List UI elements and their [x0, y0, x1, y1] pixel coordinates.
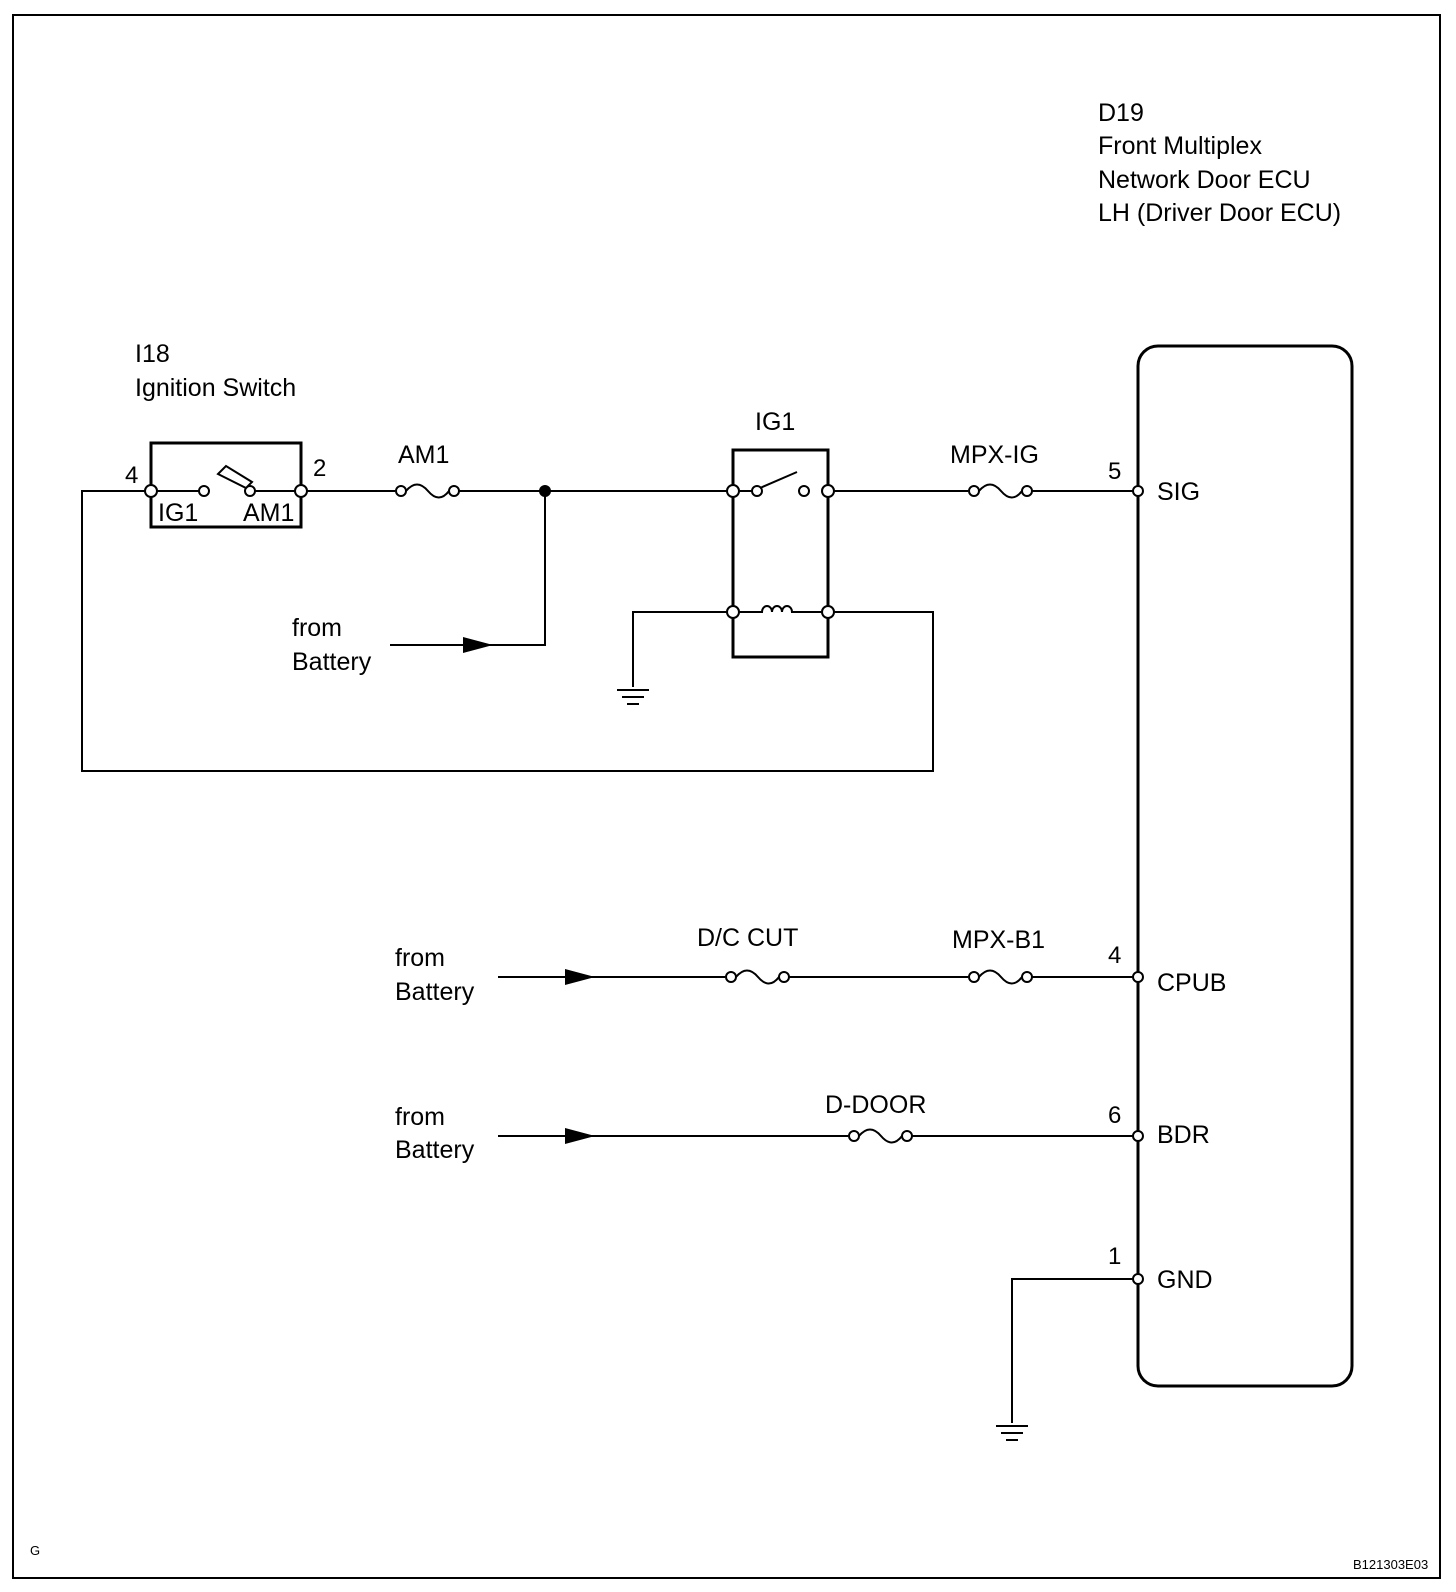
ignition-switch-contact-ig1: IG1 — [158, 499, 198, 527]
ignition-switch-pin-left: 4 — [125, 462, 138, 489]
fuse-am1-label: AM1 — [398, 441, 449, 469]
ecu-name-line1: Front Multiplex — [1098, 132, 1262, 160]
wire-ig1-loop — [81, 490, 934, 772]
relay-switch-blade — [759, 471, 798, 489]
fuse-dc-cut-icon — [725, 969, 790, 985]
ecu-pin-number-gnd: 1 — [1108, 1243, 1121, 1270]
wire-gnd-to-ground — [1011, 1278, 1133, 1423]
ecu-pin-number-sig: 5 — [1108, 458, 1121, 485]
ecu-pin-label-gnd: GND — [1157, 1266, 1213, 1294]
relay-switch-contact-a — [751, 485, 763, 497]
battery-arrow-1-icon — [463, 637, 493, 653]
ignition-switch-terminal-4 — [144, 484, 158, 498]
ecu-pin-gnd-terminal — [1132, 1273, 1144, 1285]
relay-switch-terminal-in — [726, 484, 740, 498]
ecu-code: D19 — [1098, 99, 1144, 127]
fuse-d-door-icon — [848, 1128, 913, 1144]
fuse-mpx-b1-label: MPX-B1 — [952, 926, 1045, 954]
battery-source-1-line2: Battery — [292, 648, 372, 676]
footer-left-mark: G — [30, 1543, 40, 1558]
fuse-mpx-ig-icon — [968, 483, 1033, 499]
battery-source-2-line2: Battery — [395, 978, 475, 1006]
wire-coil-to-ground — [632, 611, 727, 687]
fuse-am1-icon — [395, 483, 460, 499]
ignition-key-icon — [216, 464, 254, 490]
wire-junction-to-battery-1 — [390, 491, 546, 646]
relay-label: IG1 — [755, 408, 795, 436]
diagram-frame — [12, 14, 1441, 1579]
ecu-body — [1136, 344, 1354, 1388]
ignition-switch-terminal-2 — [294, 484, 308, 498]
ecu-name-line3: LH (Driver Door ECU) — [1098, 199, 1341, 227]
ignition-switch-contact-am1: AM1 — [243, 499, 294, 527]
relay-switch-contact-b — [798, 485, 810, 497]
figure-id: B121303E03 — [1353, 1557, 1428, 1572]
relay-coil-terminal-left — [726, 605, 740, 619]
ground-icon-relay — [617, 689, 649, 705]
ecu-pin-sig-terminal — [1132, 485, 1144, 497]
relay-switch-terminal-out — [821, 484, 835, 498]
battery-source-3-line2: Battery — [395, 1136, 475, 1164]
relay-body — [731, 448, 830, 659]
ecu-pin-cpub-terminal — [1132, 971, 1144, 983]
fuse-mpx-b1-icon — [968, 969, 1033, 985]
ecu-pin-label-sig: SIG — [1157, 478, 1200, 506]
ecu-pin-label-cpub: CPUB — [1157, 969, 1226, 997]
ignition-switch-pin-right: 2 — [313, 455, 326, 482]
ignition-switch-contact-ig1-point — [198, 485, 210, 497]
fuse-dc-cut-label: D/C CUT — [697, 924, 798, 952]
ecu-pin-number-bdr: 6 — [1108, 1102, 1121, 1129]
relay-coil-icon — [739, 605, 822, 613]
ecu-pin-label-bdr: BDR — [1157, 1121, 1210, 1149]
battery-source-3-line1: from — [395, 1103, 445, 1131]
ecu-name-line2: Network Door ECU — [1098, 166, 1311, 194]
relay-coil-terminal-right — [821, 605, 835, 619]
battery-source-2-line1: from — [395, 944, 445, 972]
ecu-pin-number-cpub: 4 — [1108, 942, 1121, 969]
fuse-mpx-ig-label: MPX-IG — [950, 441, 1039, 469]
ground-icon-ecu — [996, 1425, 1028, 1441]
fuse-d-door-label: D-DOOR — [825, 1091, 926, 1119]
ignition-switch-code: I18 — [135, 340, 170, 368]
battery-arrow-2-icon — [565, 969, 595, 985]
battery-source-1-line1: from — [292, 614, 342, 642]
battery-arrow-3-icon — [565, 1128, 595, 1144]
ignition-switch-name: Ignition Switch — [135, 374, 296, 402]
ecu-pin-bdr-terminal — [1132, 1130, 1144, 1142]
